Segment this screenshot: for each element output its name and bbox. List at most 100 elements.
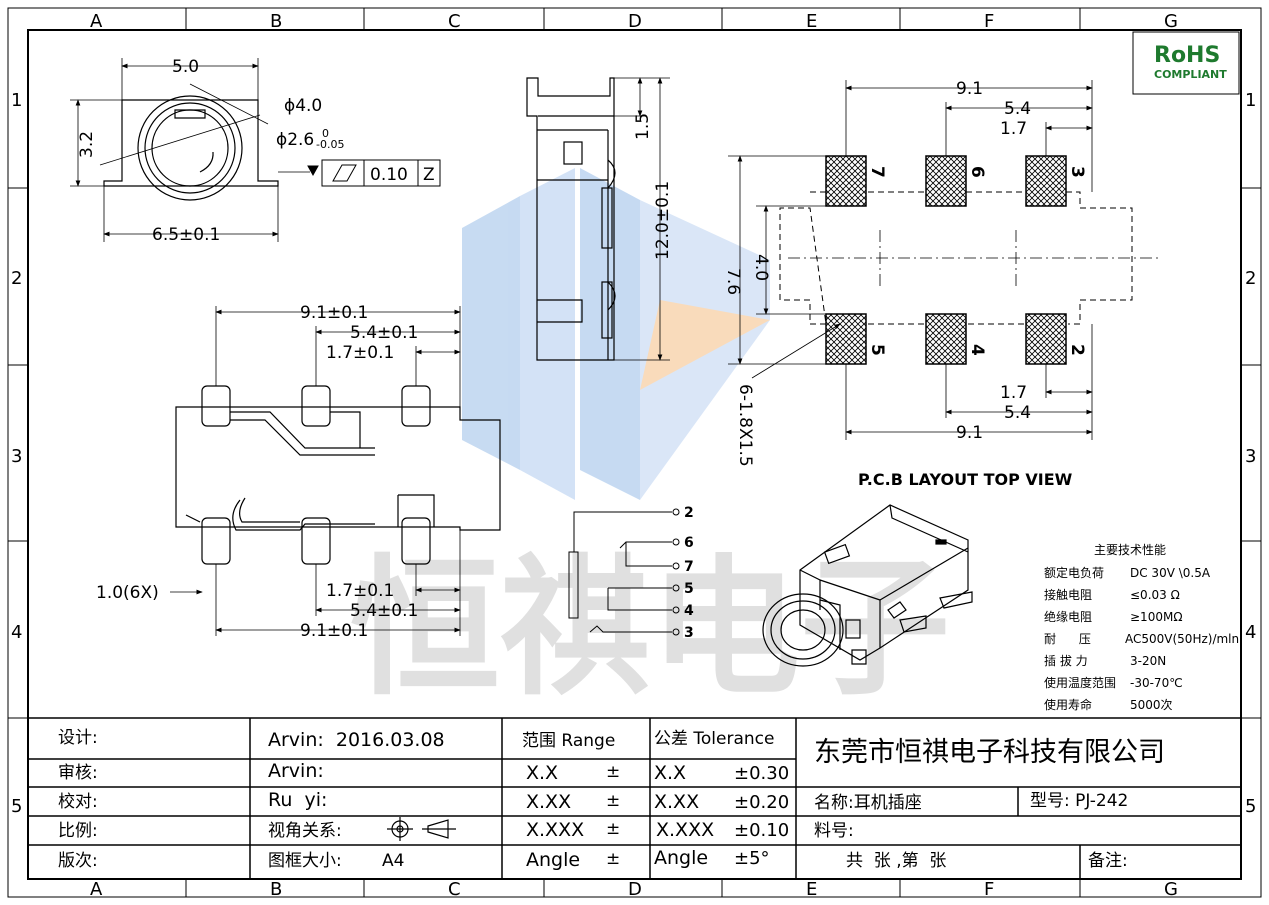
row-label-left: 2 [11, 268, 22, 289]
inner-frame [27, 29, 1242, 880]
spec-label: 耐 压 [1044, 632, 1091, 646]
check-value: Ru yi: [268, 789, 327, 811]
grid-labels: A B C D E F G A B C D E F G 1 2 3 4 5 1 … [11, 11, 1256, 900]
spec-value: 3-20N [1130, 654, 1166, 668]
col-label-bottom: B [270, 879, 282, 900]
col-label-top: D [628, 11, 642, 32]
col-label-top: F [984, 11, 994, 32]
pcb-dim-top-1: 9.1 [956, 79, 983, 99]
svg-text:RoHS: RoHS [1154, 43, 1220, 68]
material-label: 料号: [814, 821, 854, 841]
dim-top-4: 1.7±0.1 [326, 581, 394, 601]
remark-label: 备注: [1088, 851, 1128, 871]
pcb-dim-v2: 4.0 [751, 254, 771, 281]
view-label: 视角关系: [268, 821, 342, 841]
pad-label: 5 [867, 344, 887, 356]
schematic-pin: 7 [684, 559, 694, 575]
range-sym: ± [606, 849, 620, 869]
check-label: 校对: [58, 792, 98, 812]
col-label-top: B [270, 11, 282, 32]
dim-top-6: 9.1±0.1 [300, 621, 368, 641]
row-label-left: 4 [11, 622, 22, 643]
tol-lower: -0.05 [316, 138, 344, 151]
dim-top-5: 5.4±0.1 [350, 601, 418, 621]
row-label-right: 4 [1245, 622, 1256, 643]
col-label-bottom: G [1164, 879, 1178, 900]
range-sym: ± [606, 762, 620, 782]
schematic-pin: 2 [684, 505, 694, 521]
pad-label: 2 [1067, 344, 1087, 356]
spec-label: 使用寿命 [1044, 697, 1092, 712]
col-label-bottom: E [806, 879, 817, 900]
specs-title: 主要技术性能 [1094, 543, 1166, 557]
spec-label: 插 拔 力 [1044, 653, 1088, 668]
dim-dia-inner: ϕ2.6 [276, 130, 314, 150]
pcb-dim-bot-2: 5.4 [1004, 403, 1031, 423]
top-view [170, 306, 501, 636]
pad-label: 4 [967, 344, 987, 356]
dim-dia-outer: ϕ4.0 [284, 96, 322, 116]
flatness-value: 0.10 [370, 165, 408, 185]
range-fmt: X.X [526, 762, 558, 784]
tol-fmt: X.XX [654, 791, 699, 813]
version-label: 版次: [58, 851, 98, 871]
design-label: 设计: [58, 728, 98, 748]
pad-label: 7 [867, 166, 887, 178]
tol-val: ±5° [734, 848, 770, 869]
pcb-dim-top-3: 1.7 [1000, 119, 1027, 139]
schematic [568, 508, 680, 636]
dim-top-1: 9.1±0.1 [300, 303, 368, 323]
schematic-pin: 6 [684, 535, 694, 551]
range-sym: ± [606, 819, 620, 839]
col-label-bottom: A [90, 879, 103, 900]
range-fmt: Angle [526, 849, 580, 871]
range-sym: ± [606, 791, 620, 811]
frame-value: A4 [382, 851, 404, 871]
row-label-right: 5 [1245, 796, 1256, 817]
col-label-top: A [90, 11, 103, 32]
col-label-bottom: D [628, 879, 642, 900]
spec-label: 绝缘电阻 [1044, 609, 1092, 624]
col-label-bottom: F [984, 879, 994, 900]
spec-value: ≤0.03 Ω [1130, 588, 1180, 602]
watermark-logo [462, 168, 770, 500]
row-label-left: 5 [11, 796, 22, 817]
tol-val: ±0.20 [734, 792, 789, 813]
row-label-left: 1 [11, 90, 22, 111]
dim-height: 3.2 [77, 131, 97, 158]
spec-value: AC500V(50Hz)/mln [1125, 632, 1239, 646]
specs-table: 额定电负荷 DC 30V \0.5A 接触电阻 ≤0.03 Ω 绝缘电阻 ≥10… [1044, 565, 1239, 712]
review-label: 审核: [58, 763, 98, 783]
spec-label: 接触电阻 [1044, 587, 1092, 602]
row-label-right: 3 [1245, 446, 1256, 467]
pcb-caption: P.C.B LAYOUT TOP VIEW [858, 470, 1073, 489]
pcb-pad-size: 6-1.8X1.5 [735, 384, 755, 467]
row-label-right: 1 [1245, 90, 1256, 111]
row-label-left: 3 [11, 446, 22, 467]
spec-value: 5000次 [1130, 698, 1173, 712]
spec-label: 额定电负荷 [1044, 565, 1104, 580]
schematic-pin: 3 [684, 625, 694, 641]
pcb-dim-top-2: 5.4 [1004, 99, 1031, 119]
tol-fmt: X.X [654, 762, 686, 784]
scale-label: 比例: [58, 821, 98, 841]
range-header: 范围 Range [522, 731, 615, 751]
pad-label: 6 [967, 166, 987, 178]
dim-pin-width: 1.0(6X) [96, 583, 159, 603]
dim-side-height: 12.0±0.1 [653, 181, 673, 260]
spec-value: DC 30V \0.5A [1130, 566, 1211, 580]
row-label-right: 2 [1245, 268, 1256, 289]
dim-top-2: 5.4±0.1 [350, 323, 418, 343]
product-name: 名称:耳机插座 [814, 793, 922, 813]
projection-symbol [387, 817, 456, 841]
front-view [70, 58, 310, 242]
tol-val: ±0.10 [734, 820, 789, 841]
range-fmt: X.XXX [526, 819, 584, 841]
spec-value: -30-70℃ [1130, 676, 1183, 690]
connector-3d-view [762, 504, 973, 667]
pcb-dim-v1: 7.6 [723, 268, 743, 295]
tol-upper: 0 [322, 127, 329, 140]
col-label-top: E [806, 11, 817, 32]
tolerance-header: 公差 Tolerance [654, 729, 774, 749]
